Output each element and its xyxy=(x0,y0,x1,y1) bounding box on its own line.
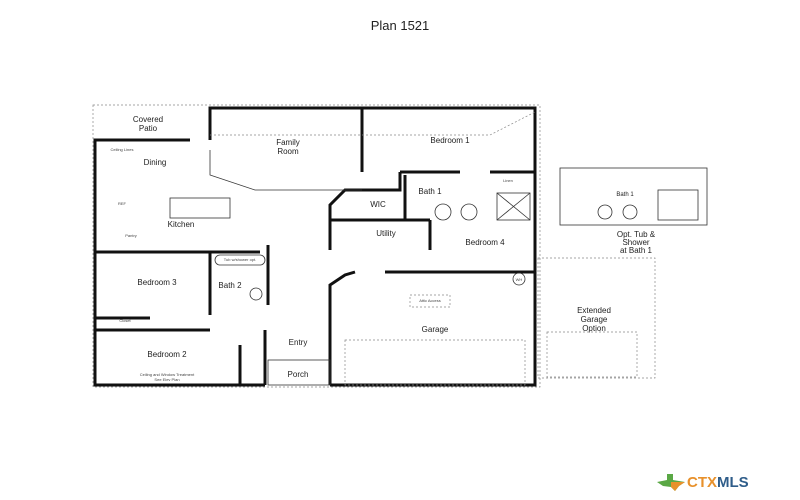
note-tub: Tub w/shower opt. xyxy=(224,257,257,262)
room-dining: Dining xyxy=(144,158,167,167)
logo-mls: MLS xyxy=(717,473,749,491)
room-bath-2: Bath 2 xyxy=(218,281,242,290)
logo-ctx: CTX xyxy=(687,473,717,491)
room-bedroom-1: Bedroom 1 xyxy=(430,136,470,145)
opt-tub-shower-line3: at Bath 1 xyxy=(620,246,653,255)
room-garage: Garage xyxy=(422,325,449,334)
note-ref: REF xyxy=(118,201,127,206)
lot-outline xyxy=(92,104,541,388)
note-water-heater: WH xyxy=(516,277,523,282)
room-covered-patio-line2: Patio xyxy=(139,124,158,133)
note-bedroom-2-line2: See Elev Plan xyxy=(154,377,179,382)
room-kitchen: Kitchen xyxy=(168,220,195,229)
room-extended-garage-line2: Garage xyxy=(581,315,608,324)
room-extended-garage-line3: Option xyxy=(582,324,606,333)
room-bath-1: Bath 1 xyxy=(418,187,442,196)
room-family-line2: Room xyxy=(277,147,299,156)
note-linen: Linen xyxy=(503,178,513,183)
room-extended-garage: Extended xyxy=(577,306,611,315)
opt-tub-shower-line2: Shower xyxy=(622,238,649,247)
interior-lines xyxy=(169,111,708,386)
room-utility: Utility xyxy=(376,229,396,238)
walls xyxy=(93,106,537,387)
texas-icon xyxy=(657,474,685,491)
note-ceiling-lines: Ceiling Lines xyxy=(111,147,134,152)
room-bedroom-2: Bedroom 2 xyxy=(147,350,187,359)
opt-bath-1-label: Bath 1 xyxy=(616,192,634,198)
note-pantry: Pantry xyxy=(125,233,137,238)
plan-title: Plan 1521 xyxy=(370,18,430,33)
note-bedroom-2: Ceiling and Window Treatment xyxy=(140,372,195,377)
note-attic-access: Attic Access xyxy=(419,298,441,303)
room-bedroom-4: Bedroom 4 xyxy=(465,238,505,247)
room-family: Family xyxy=(276,138,300,147)
room-entry: Entry xyxy=(289,338,308,347)
opt-tub-shower: Opt. Tub & xyxy=(617,230,656,239)
room-covered-patio: Covered xyxy=(133,115,163,124)
note-closet: Closet xyxy=(119,318,131,323)
room-porch: Porch xyxy=(288,370,309,379)
room-wic: WIC xyxy=(370,200,386,209)
room-bedroom-3: Bedroom 3 xyxy=(137,278,177,287)
